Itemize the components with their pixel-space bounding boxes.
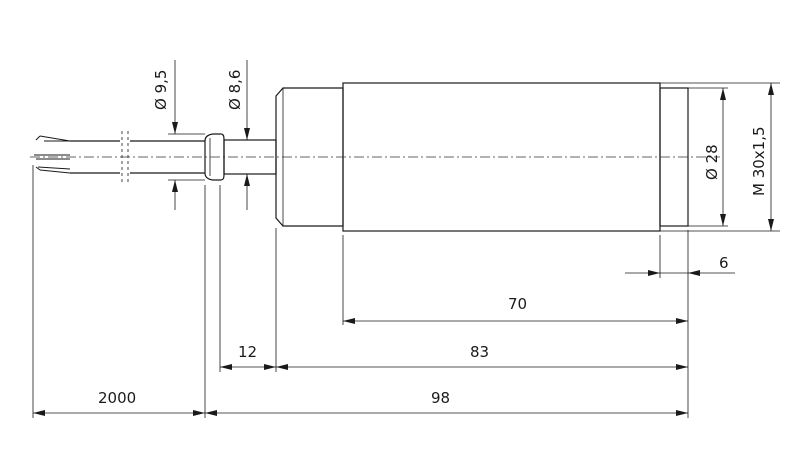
arrow <box>720 88 726 100</box>
arrow <box>220 364 232 370</box>
arrow <box>33 410 45 416</box>
arrow <box>244 128 250 140</box>
sensor-outline <box>34 82 689 232</box>
arrow <box>244 174 250 186</box>
arrow <box>676 318 688 324</box>
label-neck-diameter: Ø 8,6 <box>226 70 244 110</box>
extension-lines <box>32 82 780 418</box>
label-overall-length: 98 <box>431 389 450 407</box>
arrow <box>193 410 205 416</box>
label-body-length: 70 <box>508 295 527 313</box>
arrow <box>676 410 688 416</box>
dimension-labels: Ø 9,5 Ø 8,6 Ø 28 M 30x1,5 6 70 12 83 200… <box>98 70 768 407</box>
label-sensor-diameter: Ø 28 <box>703 144 721 180</box>
arrow <box>343 318 355 324</box>
arrow <box>276 364 288 370</box>
arrow <box>768 83 774 95</box>
arrow <box>264 364 276 370</box>
wire-tips <box>35 135 41 171</box>
label-cable-diameter: Ø 9,5 <box>152 70 170 110</box>
label-housing-length: 83 <box>470 343 489 361</box>
wire-ends <box>34 135 71 174</box>
dimension-lines <box>33 60 774 416</box>
arrow <box>172 180 178 192</box>
arrow <box>205 410 217 416</box>
arrow <box>648 270 660 276</box>
label-cable-length: 2000 <box>98 389 136 407</box>
arrow <box>720 214 726 226</box>
label-thread: M 30x1,5 <box>750 126 768 196</box>
arrow <box>172 122 178 134</box>
arrow <box>676 364 688 370</box>
label-thread-length: 6 <box>719 254 729 272</box>
label-nut-offset: 12 <box>238 343 257 361</box>
arrow <box>688 270 700 276</box>
arrow <box>768 219 774 231</box>
strain-relief <box>204 133 225 181</box>
